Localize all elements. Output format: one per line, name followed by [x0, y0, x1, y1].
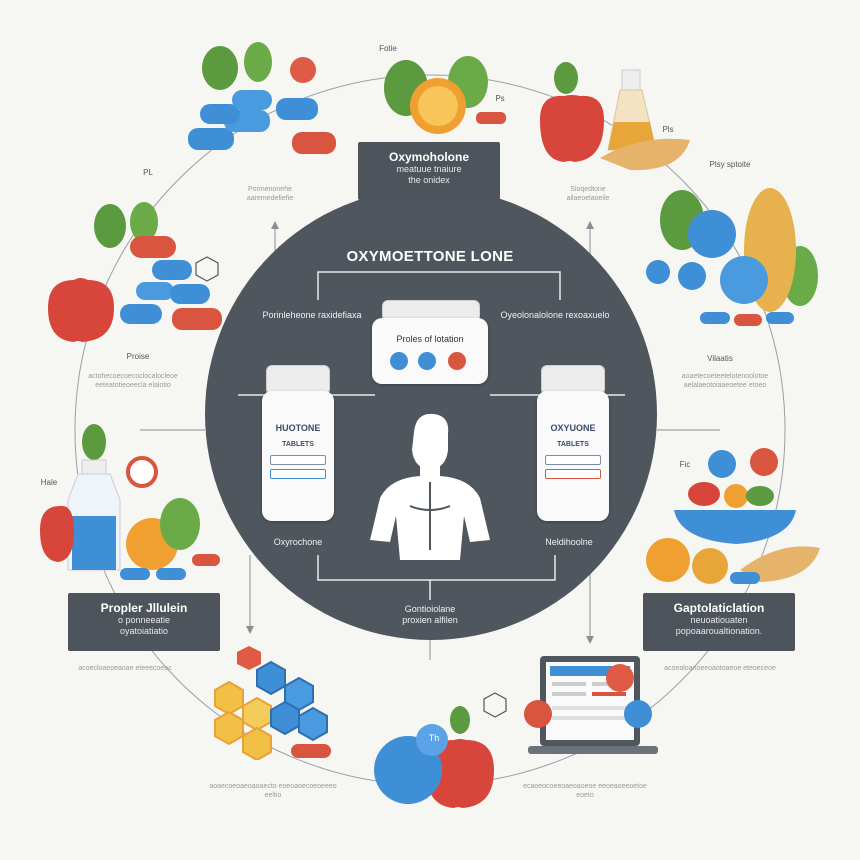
left-bottle-sub: TABLETS — [282, 441, 314, 448]
left-caption: Oxyrochone — [273, 537, 323, 547]
apple-icon — [540, 62, 690, 171]
label-top-left-tiny: PL — [143, 168, 153, 177]
label-top: Fotie — [379, 44, 397, 53]
water-bottle-icon — [40, 424, 220, 580]
label-right-lower: Fic — [679, 460, 691, 469]
left-bottle-title: HUOTONE — [275, 423, 321, 433]
label-left-mid: Proise — [126, 352, 150, 361]
bottom-label: Gontioiolane proxien alfilen — [360, 604, 500, 626]
honeycomb-icon — [214, 646, 331, 760]
top-info-box: Oxymoholone meatuue tnaiure the onidex — [358, 142, 500, 200]
label-top-right-tiny: Ps — [495, 94, 505, 103]
bottom-label-line1: Gontioiolane — [404, 604, 456, 614]
fine-print-right-low: acoealoanoeeoaotoaeoe eteoeceoe — [664, 665, 776, 672]
right-bottle-sub: TABLETS — [557, 441, 589, 448]
salad-bowl-icon — [646, 448, 820, 584]
right-caption: Neldihoolne — [545, 537, 593, 547]
fine-print-upper-left: Pormenonehe aaremedefiefie — [246, 186, 294, 202]
fine-print-right-mid: aoaetecoeteetelotenoolotoe aelalaeotoiaa… — [681, 373, 769, 389]
top-box-line1: meatuue tnaiure — [396, 164, 462, 174]
blue-pill-icon — [390, 352, 408, 370]
fine-print-left-low: acoecloaeoeaoae eteeecoeoc — [78, 665, 172, 672]
top-bottle: Proles of lotation — [372, 300, 488, 386]
blue-pill-icon — [418, 352, 436, 370]
right-bottle: OXYUONE TABLETS — [537, 365, 609, 521]
fine-print-left-mid: actohecoecoecoclocalocleoe eeteatotieoee… — [88, 373, 178, 389]
top-bottle-label: Proles of lotation — [396, 334, 464, 344]
small-pill-badge-icon — [290, 57, 316, 83]
capsule-icon — [374, 706, 494, 808]
label-right-mid: Vilaatis — [707, 354, 733, 363]
right-box-line1: neuoatiouaten — [690, 615, 748, 625]
label-left-lower: Hale — [40, 478, 58, 487]
fine-print-upper-right: Sloqedtone ailaeoelaoeile — [566, 186, 610, 202]
left-box-line2: oyatoiatiatio — [119, 626, 169, 636]
right-info-box: Gaptolaticlation neuoatiouaten popoaarou… — [643, 593, 795, 651]
molecule-icon — [483, 692, 507, 718]
capsule-label: Th — [428, 733, 440, 743]
left-box-title: Propler Jllulein — [100, 601, 188, 615]
fine-print-bottom-left: aoaecoeoaeoaoaecto eoeoaoecoeoeeeo eelti… — [209, 783, 337, 799]
top-box-title: Oxymoholone — [388, 150, 469, 164]
bottom-label-line2: proxien alfilen — [402, 615, 458, 625]
orange-icon — [384, 56, 506, 134]
left-info-box: Propler Jllulein o ponneeatie oyatoiatia… — [68, 593, 220, 651]
athlete-icon — [370, 413, 490, 560]
pills-icon — [188, 42, 336, 154]
top-box-line2: the onidex — [408, 175, 450, 185]
right-box-line2: popoaaroualtionation. — [675, 626, 763, 636]
label-right-top-tiny: Pls — [662, 125, 674, 134]
center-label-right: Oyeolonalolone rexoaxuelo — [500, 310, 610, 320]
fine-print-bottom-right: ecaoeocoeeoaeoaoeoe eeoeaoeeoetoe eoeto — [523, 783, 647, 799]
label-right-upper: Plsy sptoite — [709, 160, 751, 169]
left-bottle: HUOTONE TABLETS — [262, 365, 334, 521]
right-bottle-title: OXYUONE — [550, 423, 596, 433]
right-box-title: Gaptolaticlation — [673, 601, 765, 615]
apple-pills-icon — [48, 202, 222, 342]
center-title: OXYMOETTONE LONE — [346, 248, 514, 265]
red-pill-icon — [448, 352, 466, 370]
bread-icon — [646, 188, 818, 326]
molecule-icon — [195, 256, 219, 282]
left-box-line1: o ponneeatie — [117, 615, 171, 625]
laptop-icon — [524, 656, 658, 754]
center-label-left: Porinleheone raxidefiaxa — [262, 310, 362, 320]
